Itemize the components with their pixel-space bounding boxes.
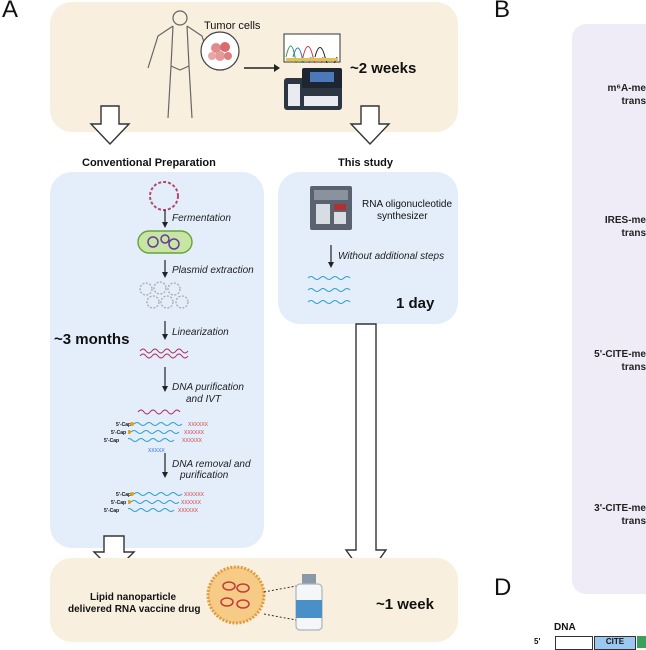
3cite-label: 3'-CITE-me xyxy=(594,503,646,514)
synth-label-line1: RNA oligonucleotide xyxy=(362,199,453,210)
study-time-label: 1 day xyxy=(396,295,435,312)
this-study-box xyxy=(278,172,458,324)
oligo-synthesizer-icon xyxy=(310,186,352,230)
top-time-label: ~2 weeks xyxy=(350,60,417,77)
cap-label-2: 5'-Cap xyxy=(111,430,127,436)
cap-label-1: 5'-Cap xyxy=(116,422,132,428)
panel-d-cite-box: CITE xyxy=(594,636,636,650)
panel-b-row-3: 5'-CITE-me trans xyxy=(566,348,646,374)
m6a-label: m⁶A-me xyxy=(607,83,646,94)
down-arrow-conventional-icon xyxy=(89,105,131,146)
step-arrow-5-icon xyxy=(162,453,168,478)
linear-dna-icon xyxy=(139,348,189,359)
panel-d-box-3 xyxy=(637,636,646,648)
synth-label-line2: synthesizer xyxy=(377,211,428,222)
panel-d-box-1 xyxy=(555,636,593,650)
panel-b-row-1: m⁶A-me trans xyxy=(566,82,646,108)
panel-label-a: A xyxy=(2,0,19,23)
human-figure-icon xyxy=(147,10,213,119)
conventional-heading: Conventional Preparation xyxy=(82,157,216,169)
step-arrow-1-icon xyxy=(162,210,168,228)
step-without-additional: Without additional steps xyxy=(338,251,445,262)
5cite-label: 5'-CITE-me xyxy=(594,349,646,360)
svg-text:XXXXX: XXXXX xyxy=(148,448,165,454)
panel-b-row-2: IRES-me trans xyxy=(566,214,646,240)
plasmids-icon xyxy=(139,281,189,309)
ivt-products-icon: XXXXXX XXXXXX XXXXXX XXXXX xyxy=(128,409,209,454)
zoom-lines-icon xyxy=(263,585,297,621)
this-study-heading: This study xyxy=(338,157,394,169)
purified-mrna-icon: XXXXXX XXXXXX XXXXXX xyxy=(128,492,205,514)
step-dna-removal: DNA removal and xyxy=(172,459,251,470)
svg-text:XXXXXX: XXXXXX xyxy=(184,492,205,498)
tumor-cells-label: Tumor cells xyxy=(204,20,261,32)
panel-label-d: D xyxy=(494,574,512,601)
step-linearization: Linearization xyxy=(172,327,229,338)
m6a-trans-label: trans xyxy=(621,96,646,107)
chromatogram-icon xyxy=(283,33,341,63)
lipid-nanoparticle-icon xyxy=(206,565,266,625)
svg-text:XXXXXX: XXXXXX xyxy=(188,422,209,428)
3cite-trans-label: trans xyxy=(621,516,646,527)
bacteria-icon xyxy=(137,230,193,254)
step-dna-purification: DNA purification xyxy=(172,382,244,393)
cap-label-4: 5'-Cap xyxy=(116,492,132,498)
panel-label-b: B xyxy=(494,0,511,23)
sequencer-icon xyxy=(284,68,342,110)
lnp-label-line1: Lipid nanoparticle xyxy=(90,592,177,603)
cap-label-6: 5'-Cap xyxy=(104,508,120,514)
bottom-time-label: ~1 week xyxy=(376,596,434,613)
ires-trans-label: trans xyxy=(621,228,646,239)
step-arrow-2-icon xyxy=(162,260,168,278)
tumor-cells-icon xyxy=(200,31,240,71)
5cite-trans-label: trans xyxy=(621,362,646,373)
plasmid-icon xyxy=(149,181,179,211)
lnp-label-line2: delivered RNA vaccine drug xyxy=(68,604,201,615)
svg-text:XXXXXX: XXXXXX xyxy=(181,500,202,506)
ires-label: IRES-me xyxy=(604,215,646,226)
panel-d-dna-label: DNA xyxy=(554,622,576,633)
step-purification: purification xyxy=(180,470,229,481)
step-fermentation: Fermentation xyxy=(172,213,231,224)
conventional-time-label: ~3 months xyxy=(54,331,130,348)
panel-b-box xyxy=(572,24,646,594)
panel-d-prime-label: 5' xyxy=(534,637,541,646)
step-arrow-3-icon xyxy=(162,321,168,340)
down-arrow-study-icon xyxy=(349,105,391,146)
svg-text:XXXXXX: XXXXXX xyxy=(182,438,203,444)
rna-oligos-icon xyxy=(307,276,351,304)
step-and-ivt: and IVT xyxy=(186,394,222,405)
step-arrow-4-icon xyxy=(162,367,168,392)
svg-text:XXXXXX: XXXXXX xyxy=(184,430,205,436)
long-down-arrow-icon xyxy=(344,323,388,580)
panel-b-row-4: 3'-CITE-me trans xyxy=(566,502,646,528)
cap-label-5: 5'-Cap xyxy=(111,500,127,506)
svg-text:XXXXXX: XXXXXX xyxy=(178,508,199,514)
step-plasmid-extraction: Plasmid extraction xyxy=(172,265,254,276)
vaccine-vial-icon xyxy=(295,574,323,631)
right-arrow-icon xyxy=(244,64,280,72)
cap-label-3: 5'-Cap xyxy=(104,438,120,444)
step-arrow-study-icon xyxy=(328,245,334,268)
